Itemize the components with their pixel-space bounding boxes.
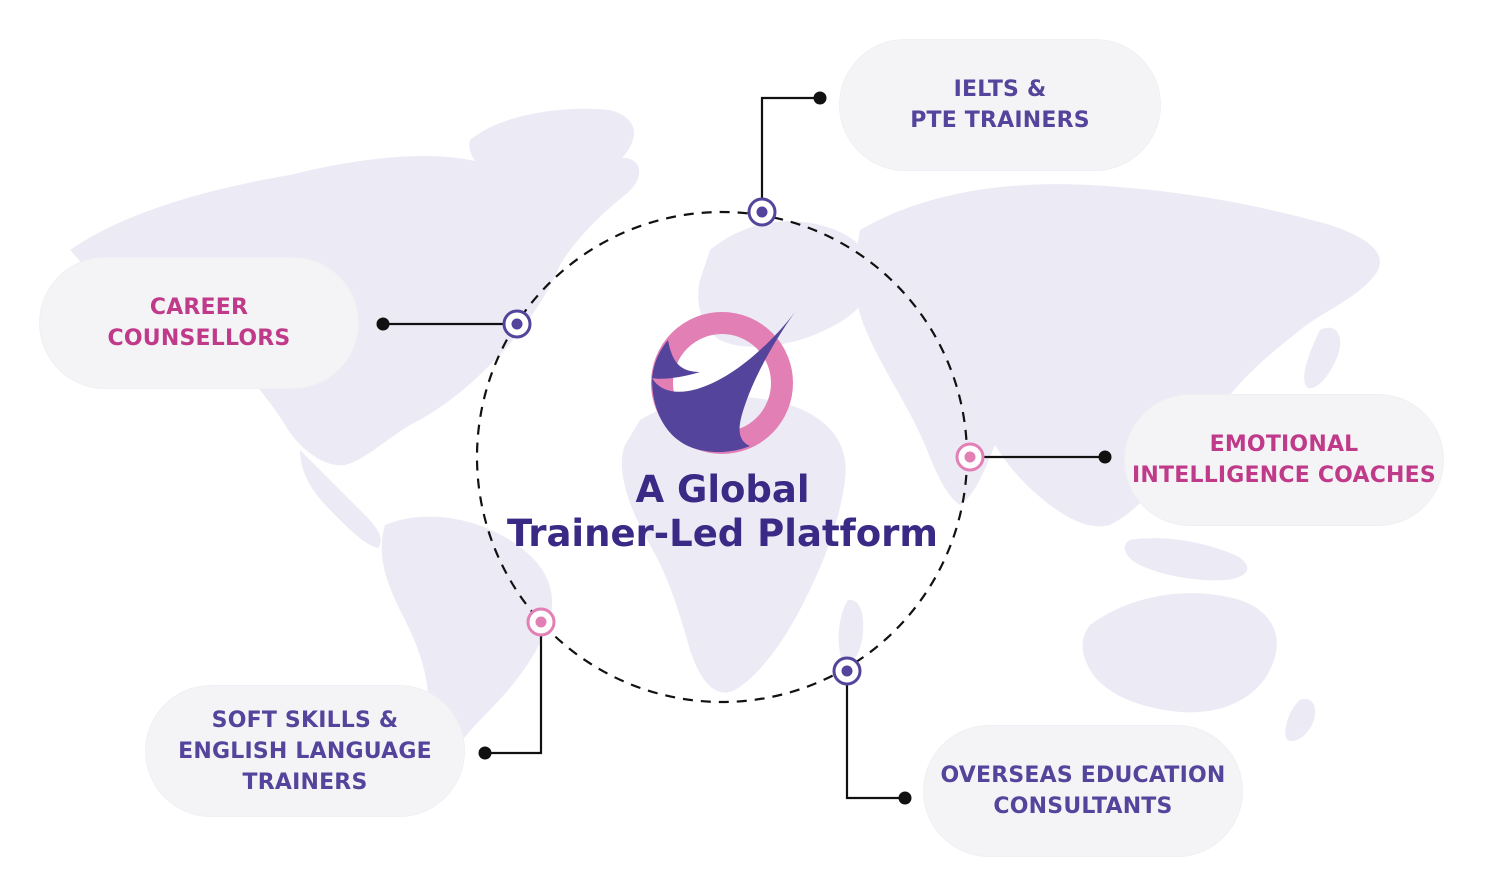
center-title-line2: Trainer-Led Platform <box>507 512 938 555</box>
node-overseas-education-consultants: OVERSEAS EDUCATION CONSULTANTS <box>924 726 1242 856</box>
globe-swoosh-logo-icon <box>651 312 795 454</box>
map-asia <box>853 184 1380 527</box>
node-label-line: CAREER <box>149 295 249 320</box>
map-africa <box>621 396 846 693</box>
map-new-zealand <box>1285 698 1316 742</box>
map-south-america <box>381 516 553 770</box>
end-dot-ei <box>1098 450 1112 464</box>
end-dot-career <box>376 317 390 331</box>
orbit-marker-ei <box>955 442 985 472</box>
node-label-line: CONSULTANTS <box>993 794 1173 819</box>
map-japan <box>1304 327 1341 389</box>
node-label-line: PTE TRAINERS <box>910 108 1090 133</box>
orbit-marker-ielts <box>747 197 777 227</box>
connector-soft <box>485 622 543 755</box>
connector-end-dots <box>376 91 1112 805</box>
orbit-marker-career <box>502 309 532 339</box>
end-dot-ielts <box>813 91 827 105</box>
end-dot-overseas <box>898 791 912 805</box>
center-title-line1: A Global <box>635 468 810 511</box>
connector-ielts <box>760 96 820 212</box>
map-australia <box>1082 593 1277 713</box>
map-greenland <box>469 108 634 187</box>
node-label-line: OVERSEAS EDUCATION <box>940 763 1226 788</box>
node-label-line: IELTS & <box>953 77 1047 102</box>
connector-overseas <box>845 671 905 800</box>
node-label-line: ENGLISH LANGUAGE <box>178 738 432 764</box>
map-southeast-asia <box>1124 538 1248 581</box>
node-label-line: SOFT SKILLS & <box>211 707 399 733</box>
node-label-line: COUNSELLORS <box>107 326 291 351</box>
node-emotional-intelligence-coaches: EMOTIONAL INTELLIGENCE COACHES <box>1125 395 1443 525</box>
orbit-marker-overseas <box>832 656 862 686</box>
node-ielts-pte-trainers: IELTS & PTE TRAINERS <box>840 40 1160 170</box>
connector-lines <box>383 96 1105 800</box>
orbit-marker-soft <box>526 607 556 637</box>
world-map-icon <box>70 108 1380 770</box>
end-dot-soft <box>478 746 492 760</box>
node-label-line: EMOTIONAL <box>1209 432 1359 457</box>
node-soft-skills-english-trainers: SOFT SKILLS & ENGLISH LANGUAGE TRAINERS <box>146 686 464 816</box>
node-career-counsellors: CAREER COUNSELLORS <box>40 258 358 388</box>
node-label-line: INTELLIGENCE COACHES <box>1132 463 1436 488</box>
map-madagascar <box>838 599 864 664</box>
map-central-america <box>300 450 381 548</box>
node-label-line: TRAINERS <box>242 769 368 795</box>
